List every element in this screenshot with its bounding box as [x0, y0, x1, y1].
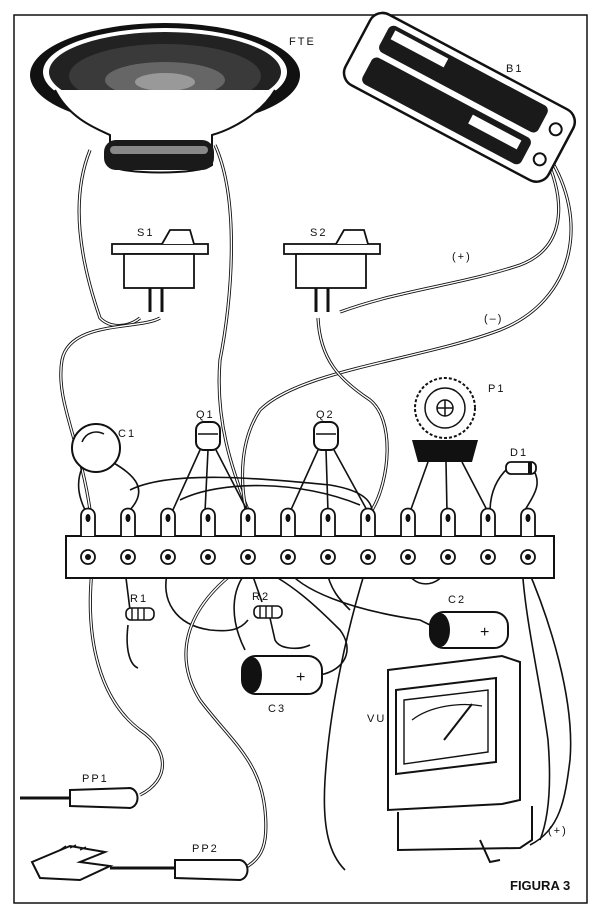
terminal-lug-hole — [245, 514, 251, 522]
terminal-eyelet-center — [325, 554, 331, 560]
capacitor-c2: + C2 — [429, 594, 509, 649]
speaker: FTE — [30, 23, 316, 174]
terminal-eyelet-center — [125, 554, 131, 560]
terminal-lug — [360, 507, 376, 536]
terminal-lug-hole — [485, 514, 491, 522]
terminal-eyelet-center — [365, 554, 371, 560]
trimmer-p1-label: P1 — [488, 383, 505, 395]
resistor-r1: R1 — [125, 593, 155, 621]
terminal-lug-hole — [325, 514, 331, 522]
terminal-lug-hole — [85, 514, 91, 522]
svg-text:+: + — [480, 624, 489, 641]
terminal-lug-hole — [205, 514, 211, 522]
transistor-q1-label: Q1 — [196, 409, 215, 421]
terminal-lug-hole — [165, 514, 171, 522]
terminal-lug — [200, 507, 216, 536]
vu-meter: VU (+) — [367, 654, 568, 864]
terminal-lug — [480, 507, 496, 536]
terminal-eyelet-center — [285, 554, 291, 560]
capacitor-c1-label: C1 — [118, 428, 136, 440]
probe-pp1: PP1 — [20, 773, 139, 810]
capacitor-c3-label: C3 — [268, 703, 286, 715]
probe-pp2: PP2 — [30, 843, 249, 882]
terminal-lug-hole — [445, 514, 451, 522]
terminal-lug — [80, 507, 96, 536]
capacitor-c2-label: C2 — [448, 594, 466, 606]
terminal-eyelet-center — [85, 554, 91, 560]
probe-pp1-label: PP1 — [82, 773, 109, 785]
terminal-lug — [520, 507, 536, 536]
figure-title: FIGURA 3 — [510, 878, 570, 893]
svg-text:+: + — [296, 669, 305, 686]
terminal-lug — [160, 507, 176, 536]
capacitor-c1: C1 — [71, 423, 136, 473]
resistor-r2-label: R2 — [252, 591, 270, 603]
terminal-strip — [65, 507, 555, 579]
terminal-eyelet-center — [245, 554, 251, 560]
battery-label: B1 — [506, 63, 523, 75]
transistor-q2-label: Q2 — [316, 409, 335, 421]
plus-label: (+) — [452, 251, 472, 263]
terminal-lug — [400, 507, 416, 536]
terminal-eyelet-center — [485, 554, 491, 560]
terminal-lug-hole — [405, 514, 411, 522]
trimmer-p1: P1 — [412, 377, 505, 462]
capacitor-c3: + C3 — [241, 655, 323, 715]
switch-s2-label: S2 — [310, 227, 327, 239]
terminal-lug-hole — [365, 514, 371, 522]
transistor-q1: Q1 — [195, 409, 221, 451]
wires — [59, 144, 573, 872]
switch-s1-label: S1 — [137, 227, 154, 239]
diode-d1-label: D1 — [510, 447, 528, 459]
resistor-r1-label: R1 — [130, 593, 148, 605]
speaker-label: FTE — [289, 36, 316, 48]
resistor-r2: R2 — [252, 591, 283, 619]
terminal-lug — [280, 507, 296, 536]
terminal-lug-hole — [285, 514, 291, 522]
terminal-lug — [240, 507, 256, 536]
terminal-eyelet-center — [205, 554, 211, 560]
battery-holder: B1 — [342, 11, 577, 183]
terminal-lug-hole — [125, 514, 131, 522]
terminal-lug-hole — [525, 514, 531, 522]
terminal-eyelet-center — [405, 554, 411, 560]
vu-meter-plus-label: (+) — [548, 825, 568, 837]
terminal-lug — [320, 507, 336, 536]
switch-s1: S1 — [111, 227, 209, 312]
probe-pp2-label: PP2 — [192, 843, 219, 855]
switch-s2: S2 — [283, 227, 381, 312]
figure-frame — [13, 14, 588, 904]
vu-meter-label: VU — [367, 713, 386, 725]
terminal-eyelet-center — [445, 554, 451, 560]
terminal-eyelet-center — [165, 554, 171, 560]
terminal-lug — [440, 507, 456, 536]
minus-label: (–) — [484, 313, 503, 325]
terminal-lug — [120, 507, 136, 536]
transistor-q2: Q2 — [313, 409, 339, 451]
diode-d1: D1 — [505, 447, 537, 475]
terminal-eyelet-center — [525, 554, 531, 560]
